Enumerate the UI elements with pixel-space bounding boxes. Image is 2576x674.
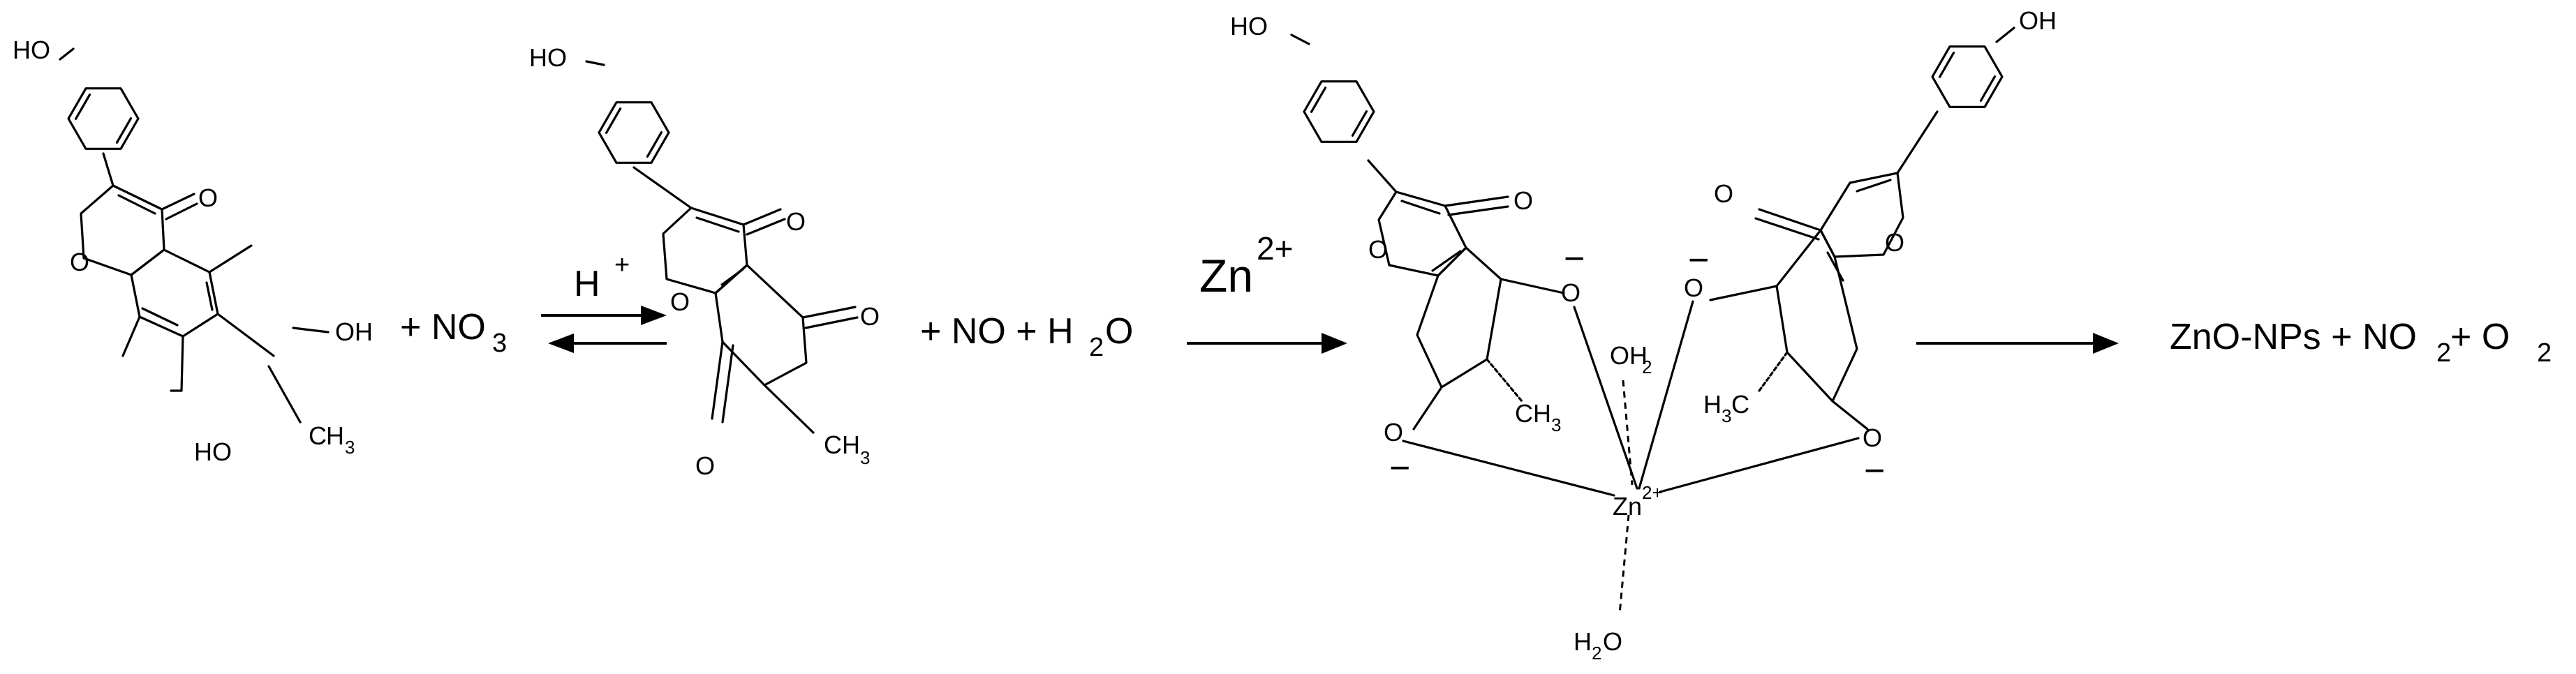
left-ligand-minus-lower: − [1389,448,1410,488]
water-bottom: H 2 O [1574,627,1622,664]
intermediate-methyl-sub: 3 [860,447,870,468]
right-ligand-phenolate-lower: O [1863,424,1882,452]
right-ligand-methyl-h: H [1703,390,1722,419]
byproducts-h2o-sub: 2 [1089,333,1104,362]
zinc-charge: 2+ [1642,482,1663,503]
byproducts-term: + NO + H 2 O [920,311,1133,362]
right-ligand-minus-upper: − [1688,240,1709,280]
reactant-hydroxy-7: HO [194,437,232,466]
byproducts-h2o-o: O [1105,311,1133,352]
left-ligand-phenolate-lower: O [1384,418,1403,447]
water-bottom-h: H [1574,627,1592,656]
left-ligand-hydroxy: HO [1230,12,1268,40]
coordination-bonds [1402,300,1860,615]
products-o2-sub: 2 [2537,338,2552,368]
water-top: OH 2 [1610,341,1652,377]
products-plus-o: + O [2450,317,2510,357]
reactant-phenol-ring [58,72,149,165]
intermediate-keto-oxygen-right: O [860,302,880,331]
intermediate-methyl: CH [824,430,860,459]
reactant-carbonyl-oxygen: O [198,184,218,212]
left-ligand-methyl: CH [1515,399,1551,428]
reactant-molecule: HO O O OH HO C H 3 [13,36,373,466]
reactant-hydroxy-5: OH [335,317,373,346]
final-arrow [1916,333,2119,354]
byproducts-label: + NO + H [920,311,1074,352]
reactant-methyl-c: C [309,421,327,450]
right-ligand-hydroxy: OH [2019,6,2057,35]
water-top-oh: OH [1610,341,1648,370]
nitrate-term: + NO 3 [400,307,507,358]
left-ligand: HO O O O O CH 3 − − [1230,12,1585,488]
zinc-center: Zn 2+ [1613,482,1663,521]
intermediate-phenol-ring [589,86,679,179]
nitrate-label: + NO [400,307,486,347]
left-ligand-minus-upper: − [1564,239,1585,279]
products-no2-sub: 2 [2436,338,2451,368]
water-bottom-o: O [1603,627,1622,656]
right-ligand-methyl-sub: 3 [1722,405,1731,426]
reactant-ring-oxygen: O [70,248,89,276]
left-ligand-methyl-sub: 3 [1551,414,1561,435]
left-ligand-phenolate-upper: O [1561,278,1581,307]
intermediate-ring-oxygen: O [670,287,690,316]
zinc-complex: HO O O O O CH 3 − − OH O O O [1230,6,2057,664]
right-ligand-phenolate-upper: O [1684,274,1703,302]
right-ligand: OH O O O O H 3 C − − [1684,6,2057,491]
water-top-sub: 2 [1642,357,1652,377]
reactant-methyl-h: H [326,421,344,450]
intermediate-carbonyl-oxygen: O [786,207,806,236]
right-ligand-minus-lower: − [1864,451,1885,491]
left-ligand-ring-oxygen: O [1368,235,1388,264]
right-ligand-methyl-c: C [1731,390,1749,419]
intermediate-molecule: HO O O O O CH 3 [529,43,880,480]
right-ligand-ring-oxygen: O [1885,228,1904,257]
water-bottom-sub: 2 [1592,643,1601,664]
proton-label: H [574,264,600,304]
reactant-methyl-sub: 3 [345,437,355,458]
intermediate-hydroxy-top: HO [529,43,567,72]
left-ligand-carbonyl-oxygen: O [1513,186,1533,215]
equilibrium-arrow: H + [541,250,667,353]
zinc-symbol: Zn [1613,492,1642,521]
zinc-reagent-charge: 2+ [1257,230,1293,267]
zinc-reagent-symbol: Zn [1199,250,1253,301]
zinc-reaction-arrow: Zn 2+ [1187,230,1347,354]
right-ligand-carbonyl-oxygen: O [1714,179,1733,208]
proton-charge: + [614,250,630,280]
intermediate-keto-oxygen-left: O [695,451,715,480]
products-term: ZnO-NPs + NO 2 + O 2 [2170,317,2552,368]
products-label: ZnO-NPs + NO [2170,317,2417,357]
reactant-hydroxy-top: HO [13,36,50,64]
nitrate-sub: 3 [492,329,507,358]
